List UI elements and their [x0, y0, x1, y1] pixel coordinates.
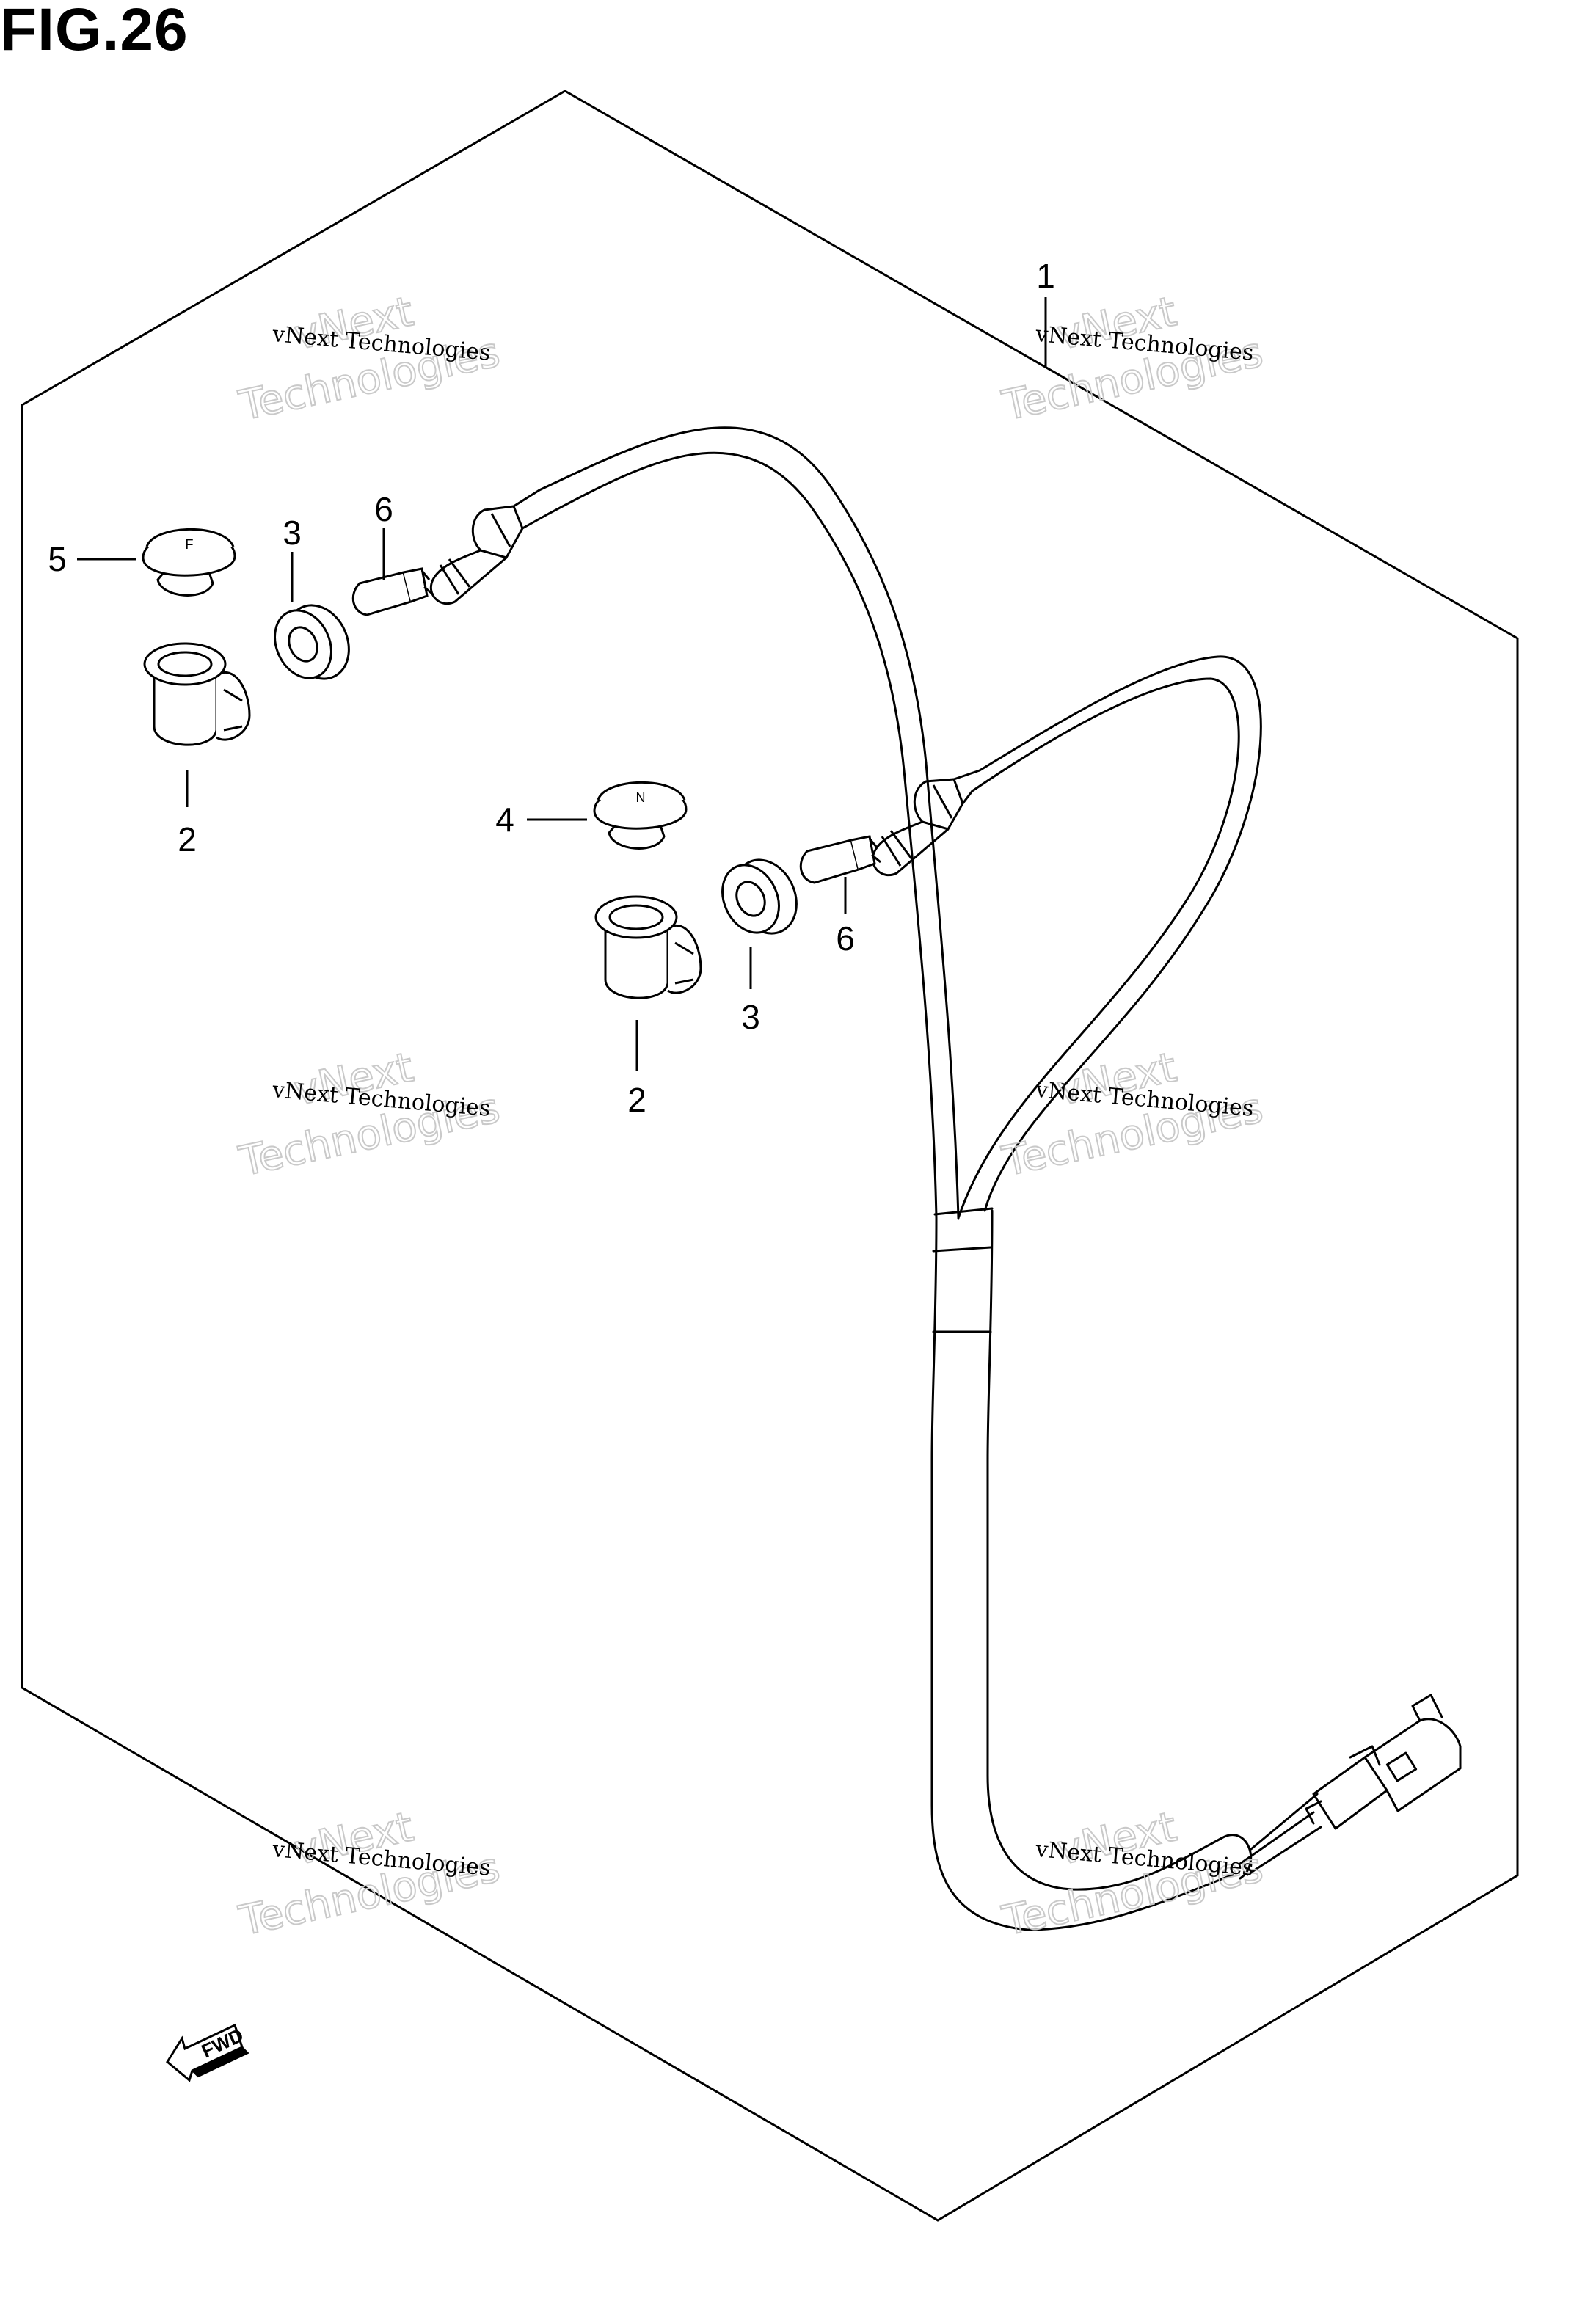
- connector-middle: [871, 769, 980, 877]
- callout-socket-left: 2: [178, 820, 197, 858]
- callout-bulb-left: 6: [374, 490, 393, 528]
- socket-right: [594, 895, 702, 999]
- fwd-arrow-icon: FWD: [166, 2023, 249, 2082]
- watermark-top-right: vNext Technologies vNext Technologies: [997, 287, 1267, 431]
- watermark-bottom-right: vNext Technologies vNext Technologies: [997, 1802, 1267, 1946]
- cap-n-letter: N: [636, 790, 646, 805]
- watermark-mid-left: vNext Technologies vNext Technologies: [234, 1043, 504, 1186]
- bulb-left: [351, 567, 434, 616]
- bulb-right: [799, 835, 881, 884]
- callout-grommet-right: 3: [741, 998, 760, 1036]
- leader-lines: [77, 297, 1047, 1071]
- callout-cap-n: 4: [495, 801, 514, 839]
- grommet-right: [721, 858, 798, 935]
- callout-bulb-right: 6: [836, 919, 855, 958]
- callout-socket-right: 2: [627, 1081, 646, 1119]
- watermark-top-left: vNext Technologies vNext Technologies: [234, 287, 504, 431]
- callout-grommet-left: 3: [283, 514, 302, 552]
- figure-title: FIG.26: [0, 0, 189, 63]
- connector-upper-left: [429, 489, 550, 605]
- watermark-bottom-left: vNext Technologies vNext Technologies: [234, 1802, 504, 1946]
- callout-harness: 1: [1036, 257, 1055, 295]
- wiring-harness: [538, 426, 1462, 1931]
- cap-f: F: [142, 528, 236, 597]
- parts-frame: [21, 90, 1519, 2222]
- cap-n: N: [593, 781, 688, 850]
- grommet-left: [274, 604, 350, 680]
- cap-f-letter: F: [186, 537, 194, 552]
- callout-cap-f: 5: [48, 540, 67, 578]
- socket-left: [143, 642, 251, 746]
